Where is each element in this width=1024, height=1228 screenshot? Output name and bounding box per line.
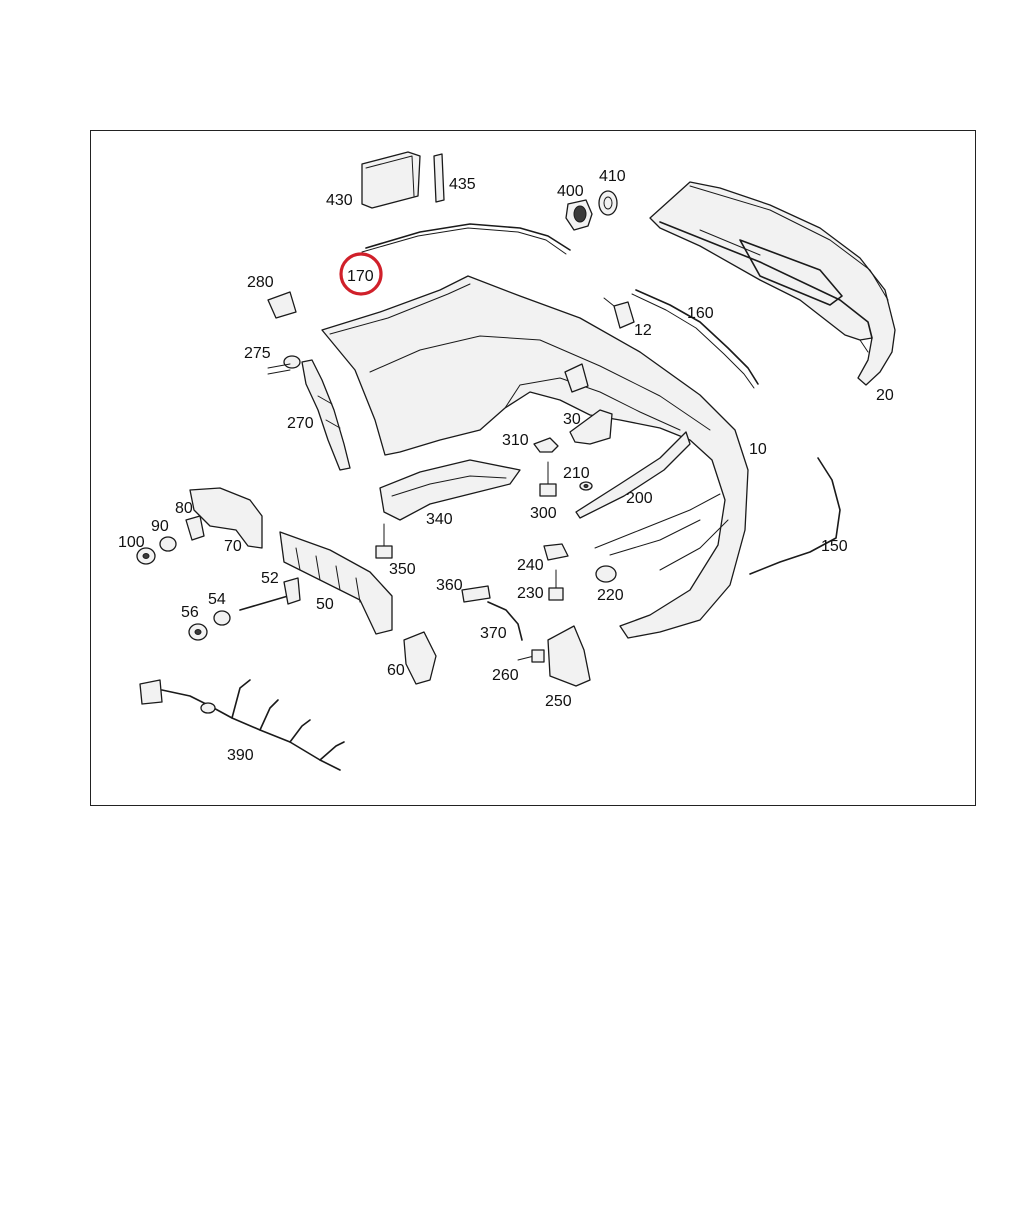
callout-280: 280	[247, 274, 274, 291]
callout-250: 250	[545, 693, 572, 710]
callout-labels: 430 435 400 410 170 280 275 270 12 160 2…	[118, 168, 894, 764]
callout-210: 210	[563, 465, 590, 482]
part-56-nut	[188, 623, 208, 641]
callout-430: 430	[326, 192, 353, 209]
part-150-side-trim	[749, 457, 841, 575]
callout-300: 300	[530, 505, 557, 522]
callout-435: 435	[449, 176, 476, 193]
callout-270: 270	[287, 415, 314, 432]
callout-170: 170	[347, 268, 374, 285]
part-275-bolt	[267, 355, 301, 375]
callout-390: 390	[227, 747, 254, 764]
part-20-diffuser	[649, 181, 896, 386]
callout-230: 230	[517, 585, 544, 602]
part-360-pad	[461, 585, 491, 603]
part-390-harness	[139, 679, 345, 771]
callout-52: 52	[261, 570, 279, 587]
part-80-bracket	[189, 487, 263, 549]
callout-50: 50	[316, 596, 334, 613]
callout-340: 340	[426, 511, 453, 528]
callout-360: 360	[436, 577, 463, 594]
callout-350: 350	[389, 561, 416, 578]
callout-56: 56	[181, 604, 199, 621]
part-250-flap	[547, 625, 591, 687]
part-200-reflector	[575, 431, 691, 519]
part-240-clip	[543, 543, 569, 561]
callout-54: 54	[208, 591, 226, 608]
callout-70: 70	[224, 538, 242, 555]
callout-400: 400	[557, 183, 584, 200]
callout-20: 20	[876, 387, 894, 404]
part-52-bolt	[239, 577, 301, 611]
part-310-clip	[533, 437, 559, 453]
part-280-clip	[267, 291, 297, 319]
part-50-absorber	[279, 531, 393, 635]
part-430-module-box	[361, 151, 421, 209]
callout-60: 60	[387, 662, 405, 679]
part-210-grommet	[579, 481, 593, 491]
part-220-grommet	[595, 565, 617, 583]
part-30-bracket	[569, 409, 613, 445]
callout-160: 160	[687, 305, 714, 322]
part-170-upper-trim	[361, 223, 571, 255]
callout-310: 310	[502, 432, 529, 449]
part-350-screw	[375, 523, 393, 559]
diagram-frame	[90, 130, 976, 806]
callout-150: 150	[821, 538, 848, 555]
callout-370: 370	[480, 625, 507, 642]
callout-100: 100	[118, 534, 145, 551]
part-230-screw	[548, 569, 564, 601]
part-370-strip	[487, 601, 523, 641]
part-12-clip	[603, 297, 635, 329]
part-300-screw	[539, 461, 557, 497]
callout-200: 200	[626, 490, 653, 507]
part-340-undertray	[379, 459, 521, 521]
callout-80: 80	[175, 500, 193, 517]
callout-260: 260	[492, 667, 519, 684]
callout-30: 30	[563, 411, 581, 428]
part-100-nut	[136, 547, 156, 565]
highlight-ring-170	[339, 252, 383, 296]
part-160-trim-strip	[631, 289, 759, 389]
part-260-pin	[517, 649, 545, 663]
part-435-bracket	[433, 153, 445, 203]
callout-12: 12	[634, 322, 652, 339]
part-54-washer	[213, 610, 231, 626]
callout-10: 10	[749, 441, 767, 458]
callout-90: 90	[151, 518, 169, 535]
callout-410: 410	[599, 168, 626, 185]
part-60-holder	[403, 631, 437, 685]
part-90-washer	[159, 536, 177, 552]
part-410-ring	[598, 190, 618, 216]
callout-240: 240	[517, 557, 544, 574]
part-70-bracket	[185, 515, 205, 541]
callout-275: 275	[244, 345, 271, 362]
part-400-sensor	[565, 199, 593, 231]
callout-220: 220	[597, 587, 624, 604]
part-10-bumper-cover	[321, 275, 749, 639]
part-270-side-bracket	[301, 359, 351, 471]
